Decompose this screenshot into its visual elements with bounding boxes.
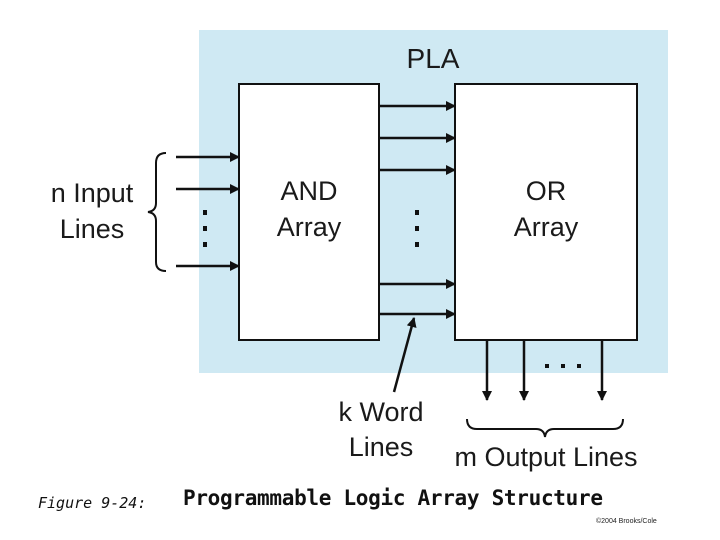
input-lines-label-line1: n Input: [51, 178, 134, 208]
output-lines-label: m Output Lines: [454, 442, 637, 472]
word-lines-pointer-arrow: [392, 317, 417, 393]
figure-label: Figure 9-24:: [38, 494, 147, 512]
output-ellipsis-dots: [545, 364, 581, 368]
input-ellipsis-dots: [203, 210, 207, 247]
output-lines-brace: [466, 418, 624, 438]
pla-title: PLA: [407, 43, 460, 74]
and-array-label-line2: Array: [277, 212, 342, 242]
word-lines-label-line2: Lines: [349, 432, 414, 462]
copyright-notice: ©2004 Brooks/Cole: [596, 518, 657, 525]
or-array-label-line1: OR: [526, 176, 567, 206]
or-array-box: [454, 83, 638, 341]
word-line-ellipsis-dots: [415, 210, 419, 247]
or-array-label-line2: Array: [514, 212, 579, 242]
and-array-label-line1: AND: [280, 176, 337, 206]
input-lines-brace: [147, 152, 167, 272]
and-array-box: [238, 83, 380, 341]
figure-title: Programmable Logic Array Structure: [183, 486, 603, 510]
input-lines-label-line2: Lines: [60, 214, 125, 244]
word-lines-label-line1: k Word: [338, 397, 423, 427]
